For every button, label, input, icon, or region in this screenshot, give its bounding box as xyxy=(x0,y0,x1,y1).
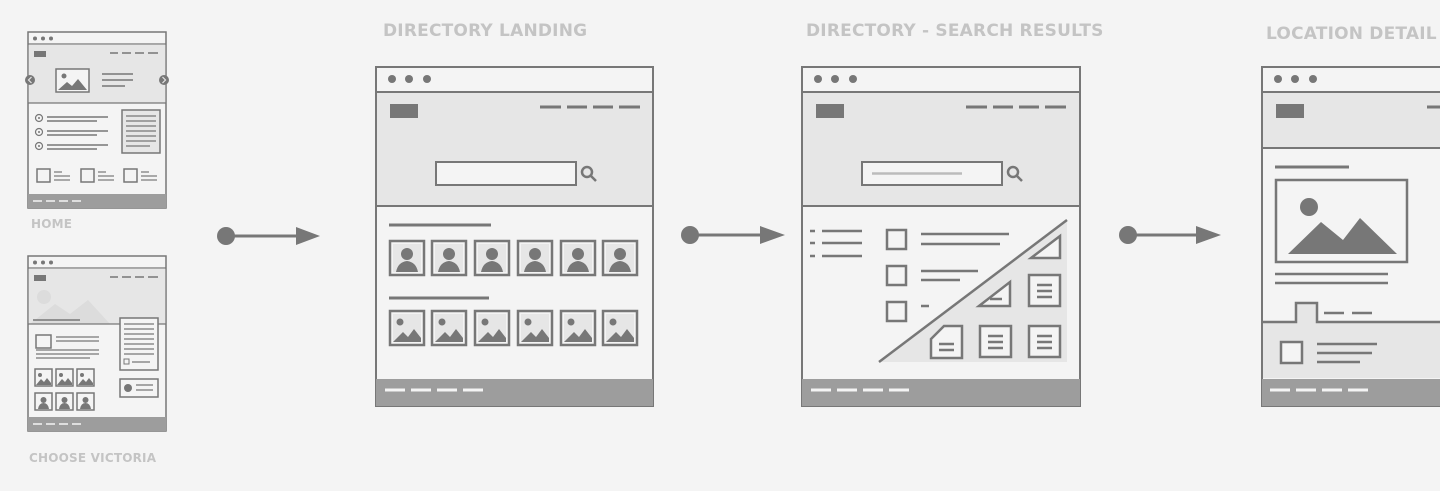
document-icon xyxy=(978,324,1013,359)
document-icon xyxy=(1027,273,1062,308)
search-results-wireframe xyxy=(801,66,1081,407)
image-icon xyxy=(55,68,90,93)
chevron-left-icon[interactable] xyxy=(25,75,35,85)
directory-landing-wireframe xyxy=(375,66,654,407)
search-icon[interactable] xyxy=(1006,165,1023,182)
document-icon xyxy=(1027,324,1062,359)
image-icon xyxy=(1274,178,1409,264)
label-home: HOME xyxy=(31,217,73,231)
arrow-right-icon xyxy=(1119,226,1221,244)
label-search-results: DIRECTORY - SEARCH RESULTS xyxy=(806,21,1104,41)
label-location-detail: LOCATION DETAIL xyxy=(1266,24,1437,44)
home-wireframe xyxy=(25,31,169,209)
location-detail-wireframe xyxy=(1261,66,1440,407)
search-icon[interactable] xyxy=(580,165,597,182)
arrow-right-icon xyxy=(681,226,785,244)
label-choose-victoria: CHOOSE VICTORIA xyxy=(29,451,157,465)
chevron-right-icon[interactable] xyxy=(159,75,169,85)
label-directory-landing: DIRECTORY LANDING xyxy=(383,21,588,41)
pin-icon xyxy=(124,384,132,392)
choose-victoria-wireframe xyxy=(27,255,167,432)
arrow-right-icon xyxy=(217,227,320,245)
